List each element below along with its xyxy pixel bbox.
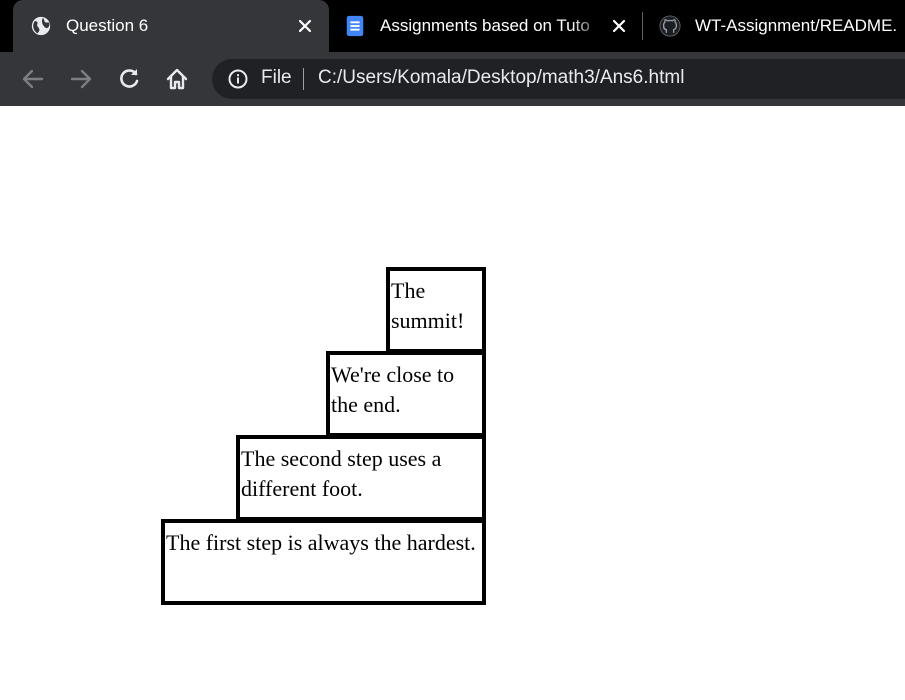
step-close-to-end: We're close to the end. <box>326 351 486 437</box>
home-icon[interactable] <box>163 65 191 93</box>
step-summit: The summit! <box>386 267 486 353</box>
close-icon[interactable] <box>611 18 627 34</box>
tab-wt-assignment[interactable]: WT-Assignment/README. <box>646 0 905 52</box>
address-bar[interactable]: File C:/Users/Komala/Desktop/math3/Ans6.… <box>212 59 905 99</box>
reload-icon[interactable] <box>115 65 143 93</box>
tab-separator <box>642 12 643 40</box>
github-icon <box>659 15 681 37</box>
forward-arrow-icon[interactable] <box>67 65 95 93</box>
google-docs-icon <box>346 15 364 37</box>
address-separator <box>303 68 304 90</box>
close-icon[interactable] <box>297 18 313 34</box>
tab-assignments[interactable]: Assignments based on Tuto <box>331 0 643 52</box>
step-text: The first step is always the hardest. <box>166 530 476 555</box>
step-first: The first step is always the hardest. <box>161 519 486 605</box>
info-icon[interactable] <box>228 69 248 89</box>
tab-title: Question 6 <box>66 16 149 35</box>
tab-question-6[interactable]: Question 6 <box>13 0 329 52</box>
step-second: The second step uses a different foot. <box>236 435 486 521</box>
tab-title: WT-Assignment/README. <box>695 16 898 35</box>
tab-title: Assignments based on Tuto <box>380 16 590 35</box>
step-text: We're close to the end. <box>331 362 455 417</box>
step-text: The summit! <box>391 278 465 333</box>
scheme-label: File <box>261 67 292 88</box>
browser-toolbar: File C:/Users/Komala/Desktop/math3/Ans6.… <box>0 52 905 106</box>
tab-strip: Question 6 Assignments based on Tuto WT-… <box>0 0 905 52</box>
globe-icon <box>31 16 51 36</box>
url-text[interactable]: C:/Users/Komala/Desktop/math3/Ans6.html <box>318 67 685 88</box>
back-arrow-icon[interactable] <box>19 65 47 93</box>
step-text: The second step uses a different foot. <box>241 446 442 501</box>
